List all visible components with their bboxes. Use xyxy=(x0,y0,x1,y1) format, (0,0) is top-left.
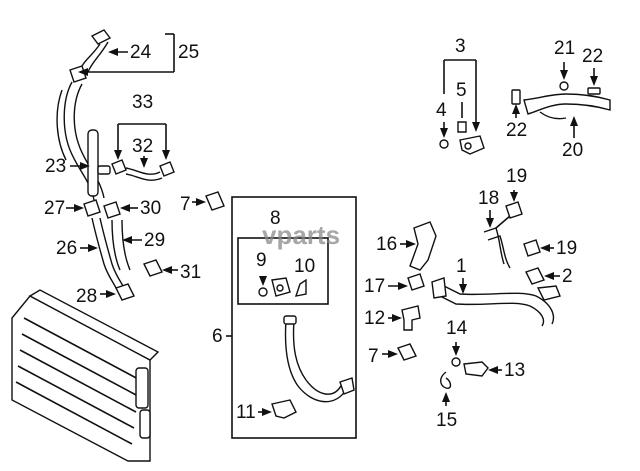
callout-15: 15 xyxy=(436,410,457,431)
o-ring-9 xyxy=(258,287,268,297)
clamp-19-top xyxy=(505,201,523,219)
callout-23: 23 xyxy=(45,156,66,177)
coolant-pipe-1 xyxy=(439,283,555,325)
clip-10 xyxy=(294,278,307,297)
callout-5: 5 xyxy=(456,80,467,101)
callout-28: 28 xyxy=(76,286,97,307)
hose-26 xyxy=(91,217,117,289)
callout-14: 14 xyxy=(446,318,468,339)
bolt-22-left xyxy=(511,89,521,105)
callout-33: 33 xyxy=(132,92,153,113)
clamp-27 xyxy=(83,199,101,217)
callout-27: 27 xyxy=(44,198,65,219)
clip-5 xyxy=(457,121,467,133)
callout-25: 25 xyxy=(178,42,199,63)
callout-11: 11 xyxy=(236,402,256,423)
callout-26: 26 xyxy=(56,238,77,259)
upper-hose-assembly xyxy=(56,29,112,201)
hose-18 xyxy=(483,227,505,265)
clip-15 xyxy=(440,371,452,390)
clamp-31 xyxy=(143,259,163,277)
callout-16: 16 xyxy=(376,234,397,255)
clamp-2 xyxy=(525,267,545,285)
callout-4: 4 xyxy=(436,100,447,121)
clamp-7-lower xyxy=(397,343,417,361)
callout-3: 3 xyxy=(455,36,466,57)
kit-box-6 xyxy=(231,196,357,439)
coolant-pipe-20 xyxy=(523,93,611,115)
callout-7-upper: 7 xyxy=(180,194,191,215)
clamp-17 xyxy=(407,273,425,291)
clamp-19-right xyxy=(523,239,541,257)
small-hose-32 xyxy=(111,159,175,181)
clamp-28 xyxy=(115,283,135,301)
hose-16 xyxy=(409,221,437,271)
callout-18: 18 xyxy=(478,188,499,209)
callout-10: 10 xyxy=(294,256,315,277)
hose-6 xyxy=(284,319,347,403)
hose-29 xyxy=(111,219,121,271)
clip-11 xyxy=(271,399,297,419)
watermark: vparts xyxy=(262,220,340,250)
callout-30: 30 xyxy=(140,198,161,219)
sensor-13 xyxy=(463,361,489,377)
callout-20: 20 xyxy=(562,140,583,161)
callout-29: 29 xyxy=(144,230,165,251)
callout-2: 2 xyxy=(562,266,573,287)
radiator xyxy=(11,289,160,462)
o-ring-14 xyxy=(451,357,461,367)
callout-31: 31 xyxy=(180,262,201,283)
callout-12: 12 xyxy=(364,308,385,329)
callout-21: 21 xyxy=(554,38,575,59)
callout-22-left: 22 xyxy=(506,120,527,141)
kit-box-8 xyxy=(237,237,329,305)
callout-17: 17 xyxy=(364,276,385,297)
o-ring-4 xyxy=(439,139,449,149)
callout-8: 8 xyxy=(270,208,281,229)
callout-19-right: 19 xyxy=(556,238,577,259)
clamp-30 xyxy=(103,201,121,219)
o-ring-21 xyxy=(559,81,569,91)
clamp-7-upper xyxy=(205,191,225,211)
callout-24: 24 xyxy=(130,42,152,63)
bolt-22-top xyxy=(587,87,601,95)
callout-1: 1 xyxy=(456,256,467,277)
callout-7-lower: 7 xyxy=(368,346,379,367)
flange-3 xyxy=(459,135,485,155)
callout-32: 32 xyxy=(132,136,153,157)
callout-9: 9 xyxy=(256,250,267,271)
callout-19-top: 19 xyxy=(506,166,527,187)
callout-22-top: 22 xyxy=(582,46,603,67)
callout-6: 6 xyxy=(212,326,223,347)
callout-13: 13 xyxy=(504,360,525,381)
connector-12 xyxy=(401,305,421,331)
